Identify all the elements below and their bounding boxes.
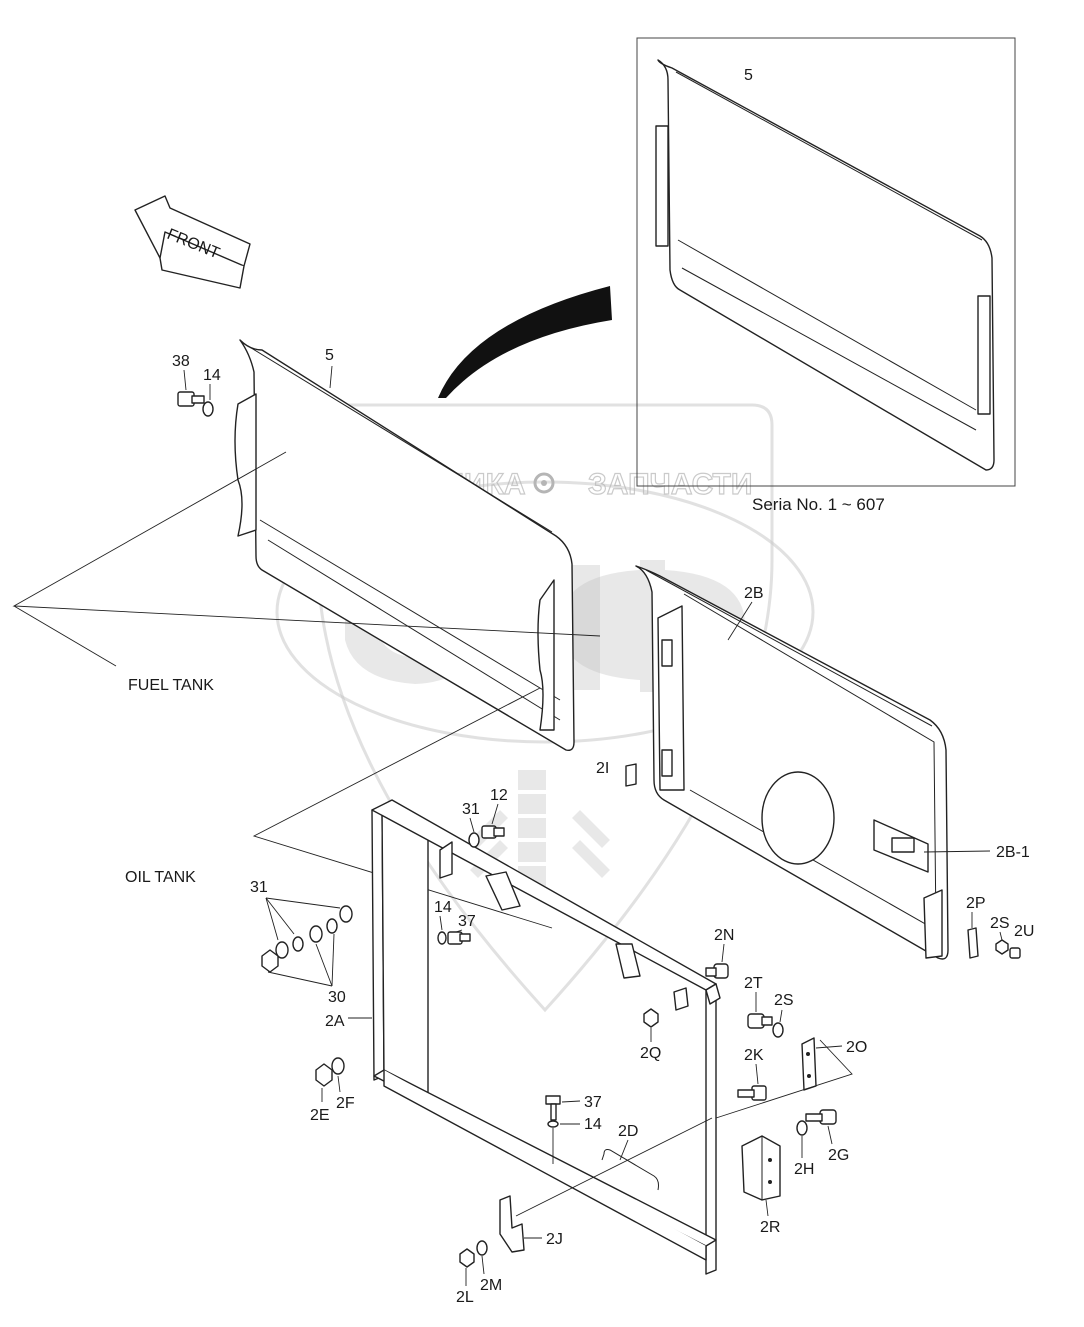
fuel-tank-reference: FUEL TANK (12, 451, 601, 694)
washer-2H: 2H (794, 1120, 814, 1178)
callout-2I: 2I (596, 760, 609, 777)
callout-30: 30 (328, 989, 346, 1006)
plate-2O: 2O (801, 1037, 867, 1091)
callout-2H: 2H (794, 1161, 814, 1178)
frame-2A: 2A (325, 799, 721, 1275)
callout-31: 31 (250, 879, 268, 896)
nut-31-top: 31 (462, 801, 480, 848)
callout-2O: 2O (846, 1039, 867, 1056)
callout-2D: 2D (618, 1123, 638, 1140)
side-panel-2B: 2B 2B-1 (635, 565, 1030, 960)
callout-2K: 2K (744, 1047, 764, 1064)
callout-2T: 2T (744, 975, 763, 992)
nut-washer-2L-2M: 2L 2M (456, 1240, 502, 1306)
callout-5-inset: 5 (744, 67, 753, 84)
callout-14-side: 14 (434, 899, 452, 916)
callout-2N: 2N (714, 927, 734, 944)
washer-14-top: 14 (202, 367, 221, 417)
callout-2M: 2M (480, 1277, 502, 1294)
bolt-37-side: 14 37 (434, 899, 476, 945)
bolt-2U: 2U (1009, 923, 1034, 959)
side-panel-5: 5 (234, 339, 575, 752)
bolt-2T: 2T (744, 975, 773, 1029)
watermark-line2: ЗАПЧАСТИ (588, 468, 752, 501)
rod-2D: 2D (515, 1117, 713, 1217)
callout-2S-right: 2S (990, 915, 1010, 932)
callout-2Q: 2Q (640, 1045, 661, 1062)
plate-2P: 2P (966, 895, 986, 959)
bolt-2G: 2G (805, 1109, 849, 1164)
bolt-37-lower: 37 14 (545, 1094, 602, 1164)
callout-2R: 2R (760, 1219, 780, 1236)
oil-tank-reference: OIL TANK (125, 687, 553, 929)
oil-tank-label: OIL TANK (125, 869, 196, 886)
callout-37-lower: 37 (584, 1094, 602, 1111)
callout-2F: 2F (336, 1095, 355, 1112)
bolt-2K: 2K (715, 1039, 853, 1119)
callout-31-top: 31 (462, 801, 480, 818)
nut-washer-2E-2F: 2E 2F (310, 1057, 355, 1124)
callout-2L: 2L (456, 1289, 474, 1306)
callout-14-top: 14 (203, 367, 221, 384)
callout-2S: 2S (774, 992, 794, 1009)
washer-2S: 2S (772, 992, 794, 1038)
callout-14-lower: 14 (584, 1116, 602, 1133)
callout-2J: 2J (546, 1231, 563, 1248)
washer-2S-right: 2S (990, 915, 1010, 955)
bracket-2R: 2R (741, 1135, 781, 1236)
bolt-12: 12 (481, 787, 508, 839)
callout-5-panel: 5 (325, 347, 334, 364)
callout-2E: 2E (310, 1107, 330, 1124)
callout-2A: 2A (325, 1013, 345, 1030)
callout-2B-1: 2B-1 (996, 844, 1030, 861)
inset-detail: 5 Seria No. 1 ~ 607 (636, 37, 1016, 514)
clip-2I: 2I (596, 760, 637, 787)
front-direction-arrow: FRONT (134, 195, 251, 289)
inset-caption: Seria No. 1 ~ 607 (752, 495, 885, 514)
callout-38: 38 (172, 353, 190, 370)
callout-2U: 2U (1014, 923, 1034, 940)
bolt-2N: 2N (705, 927, 734, 979)
nuts-washers-31-30: 31 30 (250, 879, 353, 1006)
callout-2G: 2G (828, 1147, 849, 1164)
callout-12: 12 (490, 787, 508, 804)
bolt-38: 38 (172, 353, 205, 407)
fuel-tank-label: FUEL TANK (128, 677, 214, 694)
bracket-2J: 2J (499, 1195, 563, 1253)
callout-2P: 2P (966, 895, 986, 912)
nut-2Q: 2Q (640, 1008, 661, 1062)
gear-icon (533, 472, 555, 494)
callout-37-side: 37 (458, 913, 476, 930)
inset-pointer (438, 286, 612, 398)
callout-2B: 2B (744, 585, 764, 602)
